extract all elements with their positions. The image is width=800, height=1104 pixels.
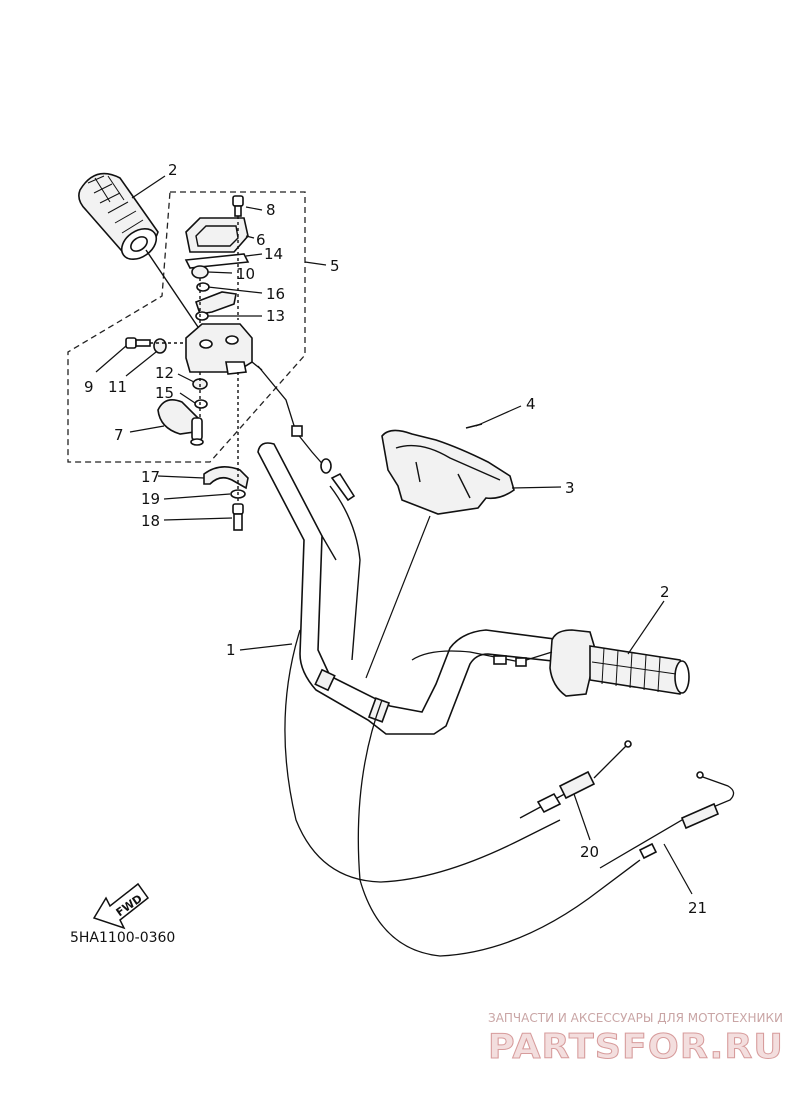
washer-16 [196,282,210,292]
callout-14: 14 [264,245,283,263]
nut-11 [153,338,167,354]
callout-3: 3 [565,479,575,497]
washer-15 [194,399,208,409]
callout-5: 5 [330,257,340,275]
callout-4: 4 [526,395,536,413]
callout-8: 8 [266,201,276,219]
cable-loop-inner [357,699,641,957]
assembly-boundary [67,191,306,463]
throttle-cable-end [257,365,356,502]
screw-8 [232,195,244,217]
right-grip [411,629,690,697]
callout-18: 18 [141,512,160,530]
watermark-logo: PARTSFOR.RU [488,1027,784,1067]
callout-19: 19 [141,490,160,508]
callout-15: 15 [155,384,174,402]
cable-20 [519,740,632,819]
left-grip [78,172,201,331]
diagram-code: 5HA1100-0360 [70,930,175,946]
thumb-lever-7 [157,399,204,446]
callout-13: 13 [266,307,285,325]
handlebar-pad-3 [381,429,515,515]
bolt-9 [125,337,151,349]
leader-lines [95,175,693,895]
callout-20: 20 [580,843,599,861]
fwd-arrow-icon: FWD [92,882,150,930]
callout-10: 10 [236,265,255,283]
callout-12: 12 [155,364,174,382]
gasket-14 [184,253,250,269]
clamp-17 [203,466,249,490]
callout-17: 17 [141,468,160,486]
callout-6: 6 [256,231,266,249]
callout-1: 1 [226,641,236,659]
callout-2-left: 2 [168,161,178,179]
callout-21: 21 [688,899,707,917]
bolt-18 [232,503,244,531]
callout-11: 11 [108,378,127,396]
callout-7: 7 [114,426,124,444]
callout-2-right: 2 [660,583,670,601]
throttle-housing [185,323,263,375]
callout-16: 16 [266,285,285,303]
nut-10 [191,265,209,279]
cable-21 [599,771,735,869]
watermark-tagline: ЗАПЧАСТИ И АКСЕССУАРЫ ДЛЯ МОТОТЕХНИКИ [488,1011,783,1025]
cable-loop-outer [284,629,561,883]
callout-9: 9 [84,378,94,396]
